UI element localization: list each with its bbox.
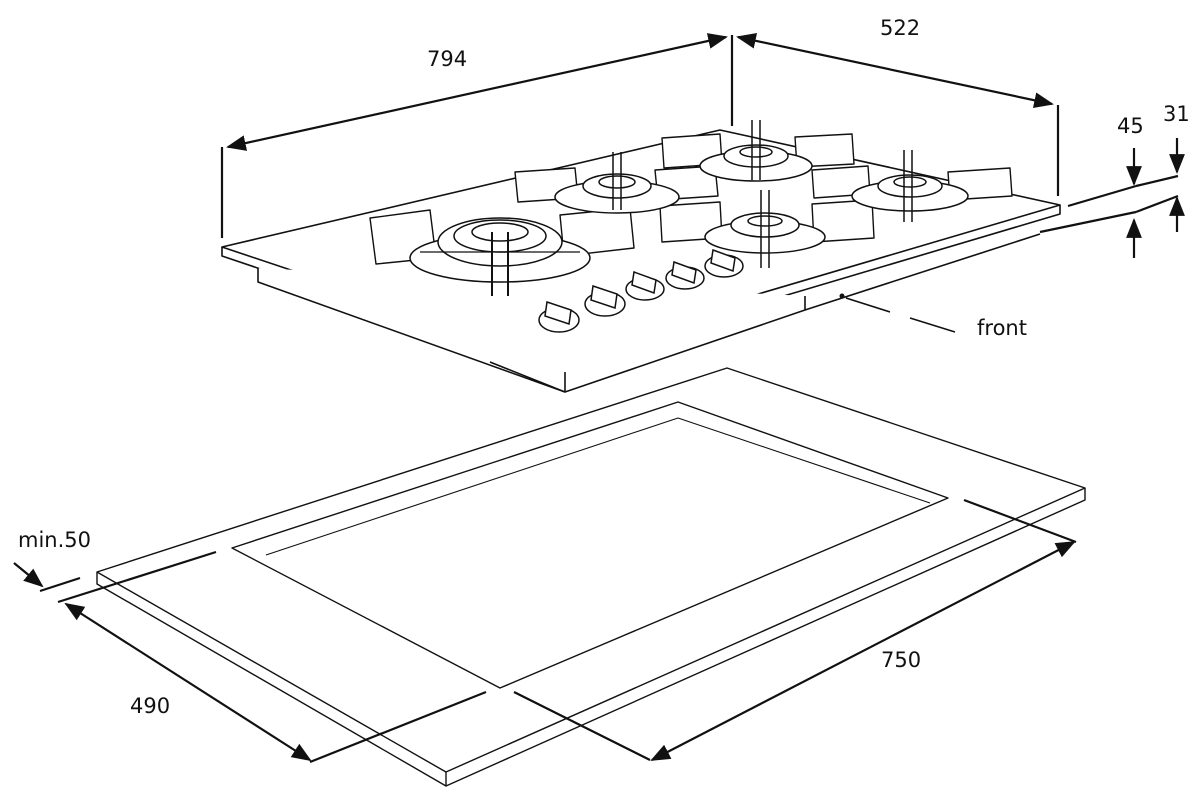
- burner-triple-crown: [409, 217, 591, 296]
- worktop-top-face: [96, 367, 1086, 773]
- control-knob: [584, 285, 626, 317]
- worktop: [96, 367, 1086, 787]
- front-indicator-line: [845, 297, 956, 333]
- dimension-label-794: 794: [427, 47, 468, 71]
- burner-auxiliary: [851, 150, 969, 222]
- dimension-label-31: 31: [1163, 102, 1190, 126]
- burner-semi-rapid-front: [704, 190, 826, 268]
- hob: [221, 129, 1061, 393]
- burners: [409, 120, 969, 296]
- control-knob: [665, 260, 705, 290]
- worktop-cutout: [231, 401, 949, 689]
- control-knob: [704, 248, 744, 278]
- dimension-label-750: 750: [881, 648, 922, 672]
- control-knob: [625, 270, 665, 301]
- min50-arrow: [13, 562, 44, 588]
- depth-522-arrow: [736, 32, 1054, 109]
- dimension-label-min50: min.50: [18, 528, 91, 552]
- width-750-arrow: [650, 541, 1076, 761]
- dimension-label-522: 522: [880, 16, 921, 40]
- dimension-label-490: 490: [130, 694, 171, 718]
- hob-dimensions: [220, 32, 1185, 258]
- dimension-label-45: 45: [1117, 114, 1144, 138]
- depth-490-arrow: [64, 602, 312, 762]
- burner-semi-rapid-rear: [699, 120, 813, 182]
- width-794-arrow: [226, 33, 728, 151]
- control-knobs: [538, 248, 744, 333]
- burner-rapid: [554, 152, 680, 214]
- cutout-dimensions: [13, 498, 1077, 764]
- front-label: front: [977, 316, 1027, 340]
- control-knob: [538, 301, 580, 333]
